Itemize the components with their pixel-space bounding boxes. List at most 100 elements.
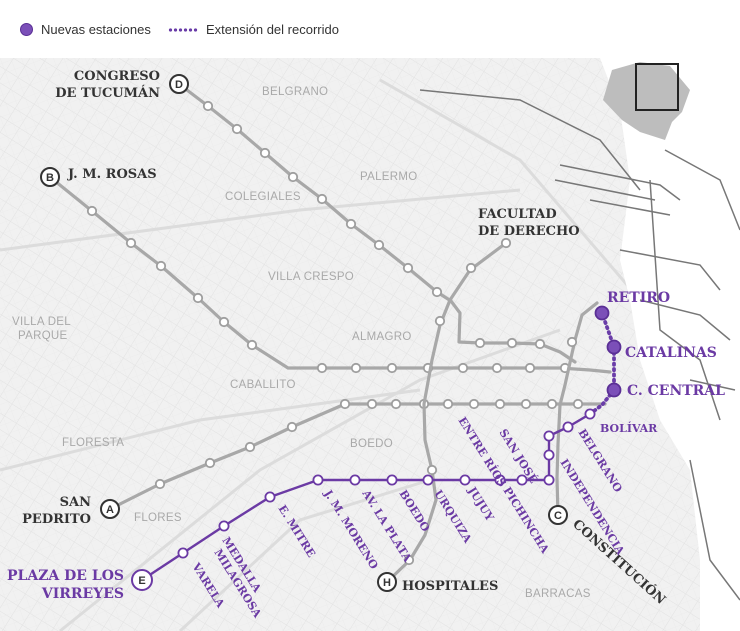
line-d-station <box>345 218 357 230</box>
line-a-station <box>546 398 558 410</box>
line-e <box>140 305 622 582</box>
new-station-label: CATALINAS <box>625 345 717 361</box>
line-a-station <box>468 398 480 410</box>
legend: Nuevas estaciones Extensión del recorrid… <box>0 0 740 58</box>
docks <box>419 89 740 601</box>
terminal-a-label: SAN <box>60 495 91 510</box>
line-b-station <box>457 362 469 374</box>
new-station-dot-icon <box>20 23 33 36</box>
terminal-a: A <box>100 499 120 519</box>
line-d-station <box>534 338 546 350</box>
legend-new-stations-label: Nuevas estaciones <box>41 22 151 37</box>
terminal-e-letter: E <box>138 575 145 587</box>
terminal-b-label: J. M. ROSAS <box>67 167 157 182</box>
neighborhood-colegiales: COLEGIALES <box>225 191 301 203</box>
line-d-station <box>202 100 214 112</box>
line-e-station <box>584 408 596 420</box>
terminal-h-letter: H <box>383 577 391 589</box>
new-station-marker <box>606 382 622 398</box>
line-a-station <box>520 398 532 410</box>
inset-map <box>603 62 690 140</box>
new-station-marker <box>594 305 610 321</box>
line-c-station <box>566 336 578 348</box>
line-e-station <box>516 474 528 486</box>
line-a-station <box>390 398 402 410</box>
neighborhood-palermo: PALERMO <box>360 171 417 183</box>
line-a-station <box>154 478 166 490</box>
line-b-station <box>524 362 536 374</box>
line-e-station <box>543 430 555 442</box>
line-d-station <box>287 171 299 183</box>
terminal-facultad-station <box>500 237 512 249</box>
neighborhood-boedo: BOEDO <box>350 438 393 450</box>
line-d-station <box>431 286 443 298</box>
dotted-line-icon <box>168 27 198 32</box>
terminal-d: D <box>169 74 189 94</box>
terminal-h-label: HOSPITALES <box>402 579 498 594</box>
line-b-station <box>125 237 137 249</box>
line-c-track <box>555 301 599 517</box>
legend-new-stations: Nuevas estaciones <box>20 22 151 37</box>
terminal-e-label: PLAZA DE LOS <box>7 568 124 584</box>
new-station-label: C. CENTRAL <box>627 383 725 399</box>
line-e-station-label: BOLÍVAR <box>600 421 658 435</box>
neighborhood-villa-del-parque-2: PARQUE <box>18 330 68 342</box>
line-b-station <box>192 292 204 304</box>
line-d-station <box>402 262 414 274</box>
line-e-station <box>264 491 276 503</box>
line-a-station <box>204 457 216 469</box>
legend-extension-label: Extensión del recorrido <box>206 22 339 37</box>
line-b-station <box>491 362 503 374</box>
line-h-station <box>465 262 477 274</box>
line-h-station <box>434 315 446 327</box>
line-d-station <box>259 147 271 159</box>
line-e-station <box>177 547 189 559</box>
line-d-station <box>474 337 486 349</box>
neighborhood-floresta: FLORESTA <box>62 437 124 449</box>
line-a-station <box>339 398 351 410</box>
line-a-station <box>572 398 584 410</box>
line-e-station <box>494 474 506 486</box>
line-e-station <box>422 474 434 486</box>
terminal-d-label: DE TUCUMÁN <box>55 85 160 101</box>
other-subway-lines <box>48 82 612 584</box>
neighborhood-villa-del-parque-1: VILLA DEL <box>12 316 71 328</box>
line-b-station <box>246 339 258 351</box>
terminal-b: B <box>40 167 60 187</box>
terminal-d-label: CONGRESO <box>74 69 160 84</box>
line-a-station <box>244 441 256 453</box>
neighborhood-villa-crespo: VILLA CRESPO <box>268 271 354 283</box>
line-e-station <box>543 474 555 486</box>
line-d-station <box>373 239 385 251</box>
terminal-a-letter: A <box>106 504 114 516</box>
line-b-station <box>86 205 98 217</box>
terminal-e-label: VIRREYES <box>41 586 124 602</box>
terminal-facultad-label: DE DERECHO <box>478 224 580 239</box>
line-e-station <box>562 421 574 433</box>
neighborhood-belgrano: BELGRANO <box>262 86 328 98</box>
line-d-station <box>231 123 243 135</box>
river-plate <box>600 58 740 631</box>
line-h-track <box>385 241 508 584</box>
terminal-c-letter: C <box>554 510 562 522</box>
line-b-station <box>350 362 362 374</box>
terminal-e: E <box>131 569 153 591</box>
line-e-station <box>386 474 398 486</box>
line-b-station <box>218 316 230 328</box>
terminal-b-letter: B <box>46 172 54 184</box>
line-e-station <box>349 474 361 486</box>
legend-extension: Extensión del recorrido <box>168 22 339 37</box>
line-h-station <box>426 464 438 476</box>
terminal-facultad-label: FACULTAD <box>478 207 557 222</box>
line-b-station <box>386 362 398 374</box>
terminal-d-letter: D <box>175 79 183 91</box>
line-a-station <box>366 398 378 410</box>
line-b-station <box>155 260 167 272</box>
new-station-label: RETIRO <box>607 290 670 306</box>
line-e-station <box>312 474 324 486</box>
terminal-a-label: PEDRITO <box>22 512 91 527</box>
line-a-station <box>442 398 454 410</box>
line-e-track <box>140 412 592 582</box>
